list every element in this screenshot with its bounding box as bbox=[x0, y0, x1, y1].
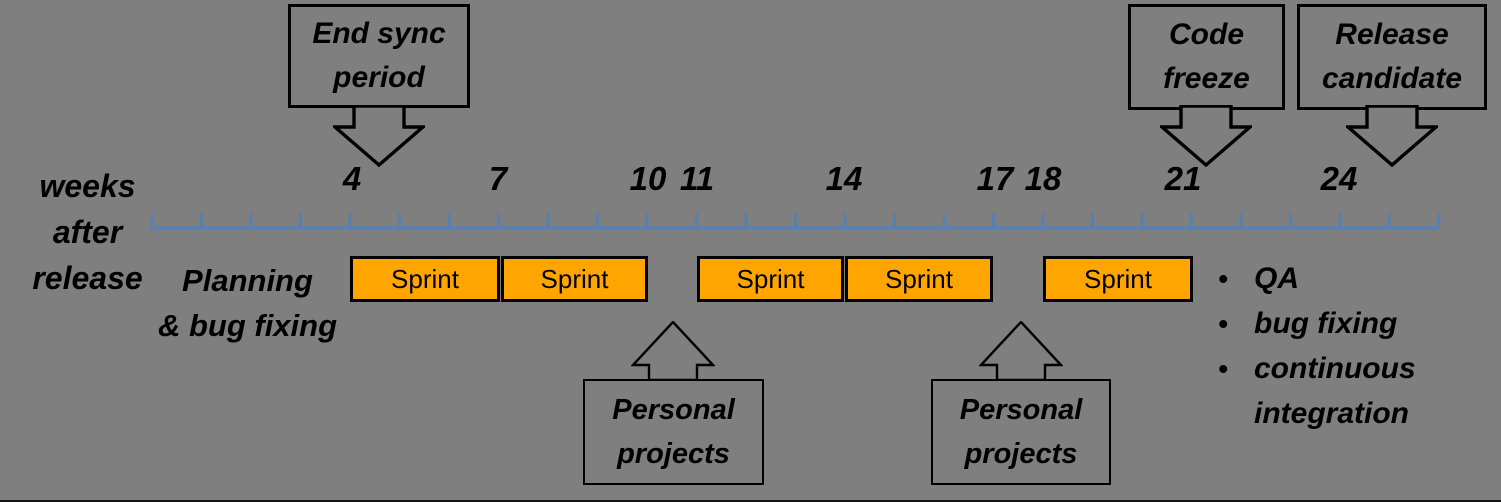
sprint-box-1: Sprint bbox=[350, 256, 500, 302]
bullet-icon: • bbox=[1218, 263, 1228, 294]
sprint-box-2: Sprint bbox=[501, 256, 648, 302]
callout-line: Personal bbox=[959, 394, 1083, 426]
list-item: • continuous integration bbox=[1218, 346, 1498, 436]
list-item-label: continuous integration bbox=[1254, 352, 1416, 430]
callout-line: projects bbox=[617, 438, 730, 470]
callout-line: projects bbox=[964, 438, 1078, 470]
list-item: • bug fixing bbox=[1218, 301, 1498, 346]
week-label-18: 18 bbox=[1024, 160, 1062, 197]
week-label-4: 4 bbox=[342, 160, 362, 197]
list-item-label: bug fixing bbox=[1254, 307, 1398, 340]
week-label-11: 11 bbox=[679, 160, 715, 197]
sprint-box-4: Sprint bbox=[845, 256, 993, 302]
arrow-up-icon bbox=[631, 321, 715, 381]
bullet-icon: • bbox=[1218, 353, 1228, 384]
arrow-down-icon bbox=[333, 105, 425, 167]
list-item: • QA bbox=[1218, 256, 1498, 301]
callout-line: End sync bbox=[312, 17, 446, 50]
callout-release-candidate: Release candidate bbox=[1297, 4, 1487, 110]
callout-personal-projects-2: Personal projects bbox=[931, 379, 1111, 485]
arrow-down-icon bbox=[1346, 105, 1438, 167]
callout-code-freeze: Code freeze bbox=[1128, 4, 1285, 110]
callout-line: candidate bbox=[1321, 62, 1463, 95]
sprint-box-3: Sprint bbox=[697, 256, 844, 302]
week-label-24: 24 bbox=[1320, 160, 1358, 197]
week-label-10: 10 bbox=[629, 160, 667, 197]
week-label-7: 7 bbox=[488, 160, 508, 197]
callout-end-sync-period: End sync period bbox=[288, 4, 470, 108]
week-label-14: 14 bbox=[825, 160, 863, 197]
sprint-box-5: Sprint bbox=[1043, 256, 1193, 302]
bullet-icon: • bbox=[1218, 308, 1228, 339]
week-label-17: 17 bbox=[976, 160, 1014, 197]
week-label-21: 21 bbox=[1164, 160, 1202, 197]
phase-planning-label: Planning & bug fixing bbox=[157, 263, 338, 343]
arrow-up-icon bbox=[979, 321, 1063, 381]
callout-line: Code bbox=[1169, 18, 1244, 51]
axis-title: weeks after release bbox=[32, 168, 143, 296]
callout-line: Release bbox=[1335, 18, 1449, 51]
list-item-label: QA bbox=[1254, 262, 1299, 295]
callout-line: freeze bbox=[1163, 62, 1250, 95]
arrow-down-icon bbox=[1160, 105, 1252, 167]
final-phase-list: • QA • bug fixing • continuous integrati… bbox=[1218, 256, 1498, 436]
callout-line: Personal bbox=[612, 394, 735, 426]
callout-personal-projects-1: Personal projects bbox=[583, 379, 764, 485]
callout-line: period bbox=[333, 61, 425, 94]
